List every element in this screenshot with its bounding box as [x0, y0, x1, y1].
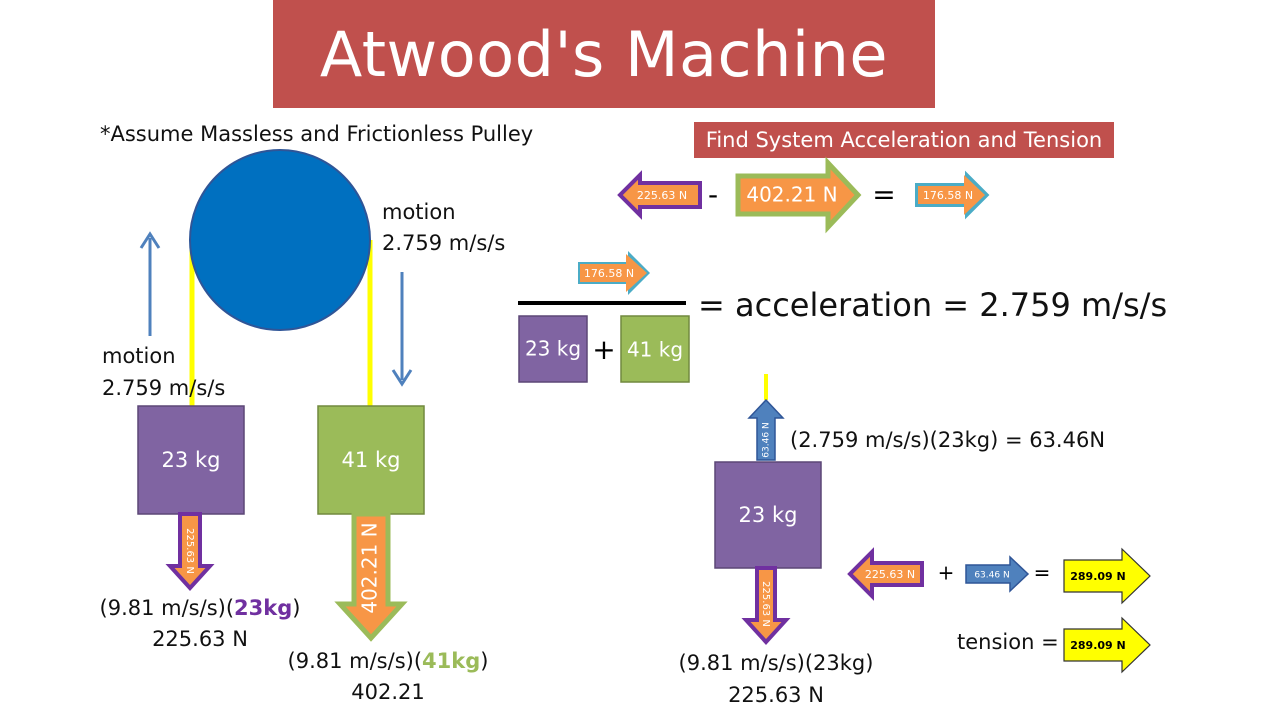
weight-formula-41kg: (9.81 m/s/s)(41kg) — [287, 649, 489, 673]
tension-result-arrow-label: 289.09 N — [1070, 639, 1125, 652]
denominator-mass-23-label: 23 kg — [525, 337, 581, 361]
weight-formula-23kg: (9.81 m/s/s)(23kg) — [99, 596, 301, 620]
sum-plus: + — [938, 561, 955, 585]
denominator-mass-23 — [518, 315, 588, 383]
tension-label: tension = — [957, 630, 1059, 654]
accel-numerator-label: 176.58 N — [584, 267, 634, 280]
left-motion-value: 2.759 m/s/s — [102, 376, 226, 400]
weight-arrow-23kg — [165, 512, 215, 591]
mass-41kg-label: 41 kg — [342, 448, 401, 472]
tension-mass-label: 23 kg — [739, 503, 798, 527]
left-motion-label: motion — [102, 344, 176, 368]
mass-23kg-box — [137, 405, 245, 515]
find-banner: Find System Acceleration and Tension — [694, 122, 1114, 158]
acceleration-equation: = acceleration = 2.759 m/s/s — [698, 286, 1168, 324]
sum-left-arrow-label: 225.63 N — [865, 568, 915, 581]
tension-down-force: 225.63 N — [728, 683, 824, 707]
mass-41kg-box — [317, 405, 425, 515]
motion-down-arrow — [391, 272, 413, 387]
net-middle-arrow-label: 402.21 N — [746, 183, 837, 207]
tension-down-formula: (9.81 m/s/s)(23kg) — [678, 651, 874, 675]
title-banner: Atwood's Machine — [273, 0, 935, 108]
weight-force-41kg: 402.21 — [351, 680, 425, 704]
sum-result-arrow — [1063, 547, 1151, 605]
tension-down-arrow — [741, 566, 791, 645]
tension-up-arrow — [747, 398, 785, 461]
denominator-mass-41 — [620, 315, 690, 383]
denominator-mass-41-label: 41 kg — [627, 338, 683, 362]
weight-arrow-41kg — [334, 511, 408, 642]
motion-up-arrow — [139, 231, 161, 336]
right-motion-value: 2.759 m/s/s — [382, 231, 506, 255]
denominator-plus: + — [592, 333, 615, 366]
right-motion-label: motion — [382, 200, 456, 224]
tension-up-arrow-label: 63.46 N — [762, 422, 772, 457]
tension-result-arrow — [1063, 616, 1151, 674]
sum-left-arrow — [847, 547, 924, 601]
tension-mass-box — [714, 461, 822, 569]
net-minus: - — [708, 178, 718, 211]
sum-equals: = — [1034, 561, 1051, 585]
pulley — [189, 149, 371, 331]
weight-arrow-23kg-label: 225.63 N — [184, 528, 195, 574]
tension-down-arrow-label: 225.63 N — [760, 581, 771, 627]
weight-force-23kg: 225.63 N — [152, 627, 248, 651]
net-result-arrow-label: 176.58 N — [923, 189, 973, 202]
sum-result-arrow-label: 289.09 N — [1070, 570, 1125, 583]
net-left-arrow — [617, 170, 702, 220]
tension-up-formula: (2.759 m/s/s)(23kg) = 63.46N — [790, 428, 1106, 452]
net-equals: = — [872, 178, 895, 211]
mass-23kg-label: 23 kg — [162, 448, 221, 472]
sum-middle-arrow — [965, 555, 1030, 593]
net-middle-arrow — [735, 156, 862, 234]
find-label: Find System Acceleration and Tension — [705, 128, 1103, 152]
net-left-arrow-label: 225.63 N — [637, 189, 687, 202]
page-title: Atwood's Machine — [319, 17, 889, 91]
sum-middle-arrow-label: 63.46 N — [974, 571, 1009, 581]
weight-arrow-41kg-label: 402.21 N — [358, 522, 382, 613]
assumption-note: *Assume Massless and Frictionless Pulley — [100, 122, 534, 146]
